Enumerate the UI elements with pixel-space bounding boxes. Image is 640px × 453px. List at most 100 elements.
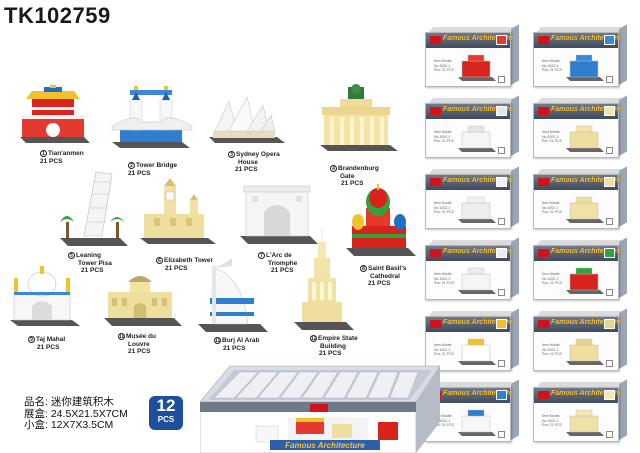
box-side <box>511 166 519 227</box>
brand-logo <box>538 107 549 115</box>
tower-bridge-illustration <box>111 86 193 148</box>
box-series-title: Famous Architecture <box>443 390 513 397</box>
model-number-badge: 10 <box>118 333 125 340</box>
box-header-band: Famous Architecture <box>534 246 621 261</box>
box-icon <box>498 289 505 296</box>
box-header-band: Famous Architecture <box>534 175 621 190</box>
box-icon <box>498 147 505 154</box>
box-side <box>619 95 627 156</box>
brandenburg-gate-illustration <box>320 84 398 151</box>
box-icon <box>498 218 505 225</box>
box-model-image <box>456 406 498 438</box>
landmark-photo-thumbnail <box>496 35 507 45</box>
box-header-band: Famous Architecture <box>426 104 513 119</box>
spec-row-display-box: 展盒: 24.5X21.5X7CM <box>24 407 128 420</box>
landmark-photo-thumbnail <box>604 106 615 116</box>
model-louvre <box>104 270 184 330</box>
brand-logo <box>430 178 441 186</box>
brand-logo <box>538 178 549 186</box>
model-empire-state-building <box>294 228 358 336</box>
brand-logo <box>430 107 441 115</box>
box-series-title: Famous Architecture <box>551 319 621 326</box>
box-model-image <box>456 264 498 296</box>
box-header-band: Famous Architecture <box>534 104 621 119</box>
box-model-image <box>456 51 498 83</box>
box-model-image <box>564 335 606 367</box>
sydney-opera-illustration <box>209 96 285 143</box>
saint-basils-illustration <box>346 184 416 256</box>
landmark-photo-thumbnail <box>604 177 615 187</box>
product-sku: TK102759 <box>4 3 111 28</box>
model-number-badge: 11 <box>214 337 221 344</box>
model-number-badge: 5 <box>68 252 75 259</box>
box-model-image <box>456 122 498 154</box>
box-header-band: Famous Architecture <box>534 33 621 48</box>
model-number-badge: 3 <box>228 151 235 158</box>
arc-de-triomphe-illustration <box>240 185 318 244</box>
box-header-band: Famous Architecture <box>426 175 513 190</box>
model-tiananmen <box>18 85 90 147</box>
brand-logo <box>430 249 441 257</box>
brand-logo <box>538 249 549 257</box>
box-series-title: Famous Architecture <box>443 319 513 326</box>
model-number-badge: 9 <box>28 336 35 343</box>
box-side <box>619 379 627 440</box>
box-series-title: Famous Architecture <box>551 35 621 42</box>
box-model-image <box>564 193 606 225</box>
box-header-band: Famous Architecture <box>534 317 621 332</box>
model-elizabeth-tower <box>140 178 220 250</box>
brand-logo <box>430 320 441 328</box>
model-number-badge: 7 <box>258 252 265 259</box>
box-icon <box>498 360 505 367</box>
model-saint-basils-cathedral <box>346 184 418 260</box>
box-icon <box>498 76 505 83</box>
box-series-title: Famous Architecture <box>443 177 513 184</box>
box-header-band: Famous Architecture <box>426 317 513 332</box>
display-case-illustration: Famous Architecture <box>199 365 441 453</box>
box-side <box>511 95 519 156</box>
box-model-image <box>564 122 606 154</box>
box-icon <box>606 218 613 225</box>
elizabeth-tower-illustration <box>140 178 216 244</box>
model-leaning-tower-pisa <box>58 170 130 252</box>
box-icon <box>606 147 613 154</box>
box-side <box>511 237 519 298</box>
brand-logo <box>538 391 549 399</box>
model-number-badge: 12 <box>310 335 317 342</box>
box-icon <box>606 431 613 438</box>
brand-logo <box>430 36 441 44</box>
model-sydney-opera-house <box>205 96 285 149</box>
landmark-photo-thumbnail <box>496 248 507 258</box>
brand-logo <box>538 320 549 328</box>
box-icon <box>606 289 613 296</box>
display-case-title: Famous Architecture <box>285 441 365 450</box>
spec-row-name: 品名: 迷你建筑积木 <box>24 396 114 408</box>
landmark-photo-thumbnail <box>604 390 615 400</box>
box-series-title: Famous Architecture <box>551 177 621 184</box>
box-side <box>511 24 519 85</box>
box-side <box>511 379 519 440</box>
box-series-title: Famous Architecture <box>551 390 621 397</box>
